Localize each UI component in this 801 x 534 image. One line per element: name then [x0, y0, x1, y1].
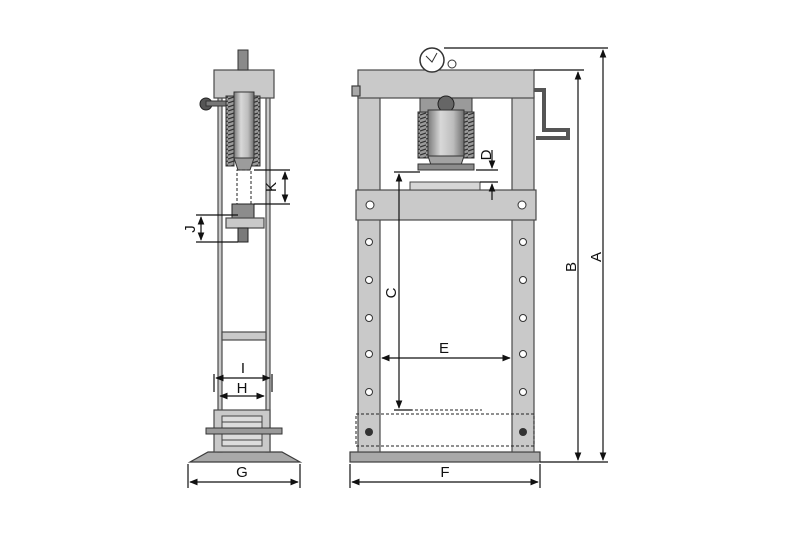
hole: [519, 314, 527, 322]
hole: [365, 428, 373, 436]
dim-label-k: K: [263, 182, 280, 192]
front-bed-bolt-left: [365, 200, 375, 210]
hole: [365, 388, 373, 396]
side-bed-plate: [225, 217, 265, 229]
dim-label-h: H: [237, 380, 248, 397]
hole: [519, 276, 527, 284]
dim-label-g: G: [236, 464, 248, 481]
side-view: K J I H G: [182, 49, 303, 488]
side-top-stud: [237, 49, 249, 71]
side-left-upright: [217, 71, 223, 453]
hole: [519, 350, 527, 358]
side-lower-pin: [205, 427, 283, 435]
hole: [365, 238, 373, 246]
front-top-beam-cap: [351, 85, 361, 97]
pressure-gauge-icon: [419, 47, 445, 73]
dim-label-a: A: [588, 252, 605, 262]
front-base: [349, 451, 541, 463]
front-left-holes: [365, 238, 373, 436]
hole: [519, 388, 527, 396]
hole: [365, 314, 373, 322]
dim-label-d: D: [478, 149, 495, 160]
dim-label-f: F: [440, 464, 449, 481]
dim-label-e: E: [439, 340, 449, 357]
front-view: A B D C E F: [349, 47, 608, 488]
hole: [365, 350, 373, 358]
side-piston-stem: [237, 227, 249, 243]
hole: [365, 276, 373, 284]
hole: [519, 238, 527, 246]
front-bed-bolt-right: [517, 200, 527, 210]
dim-label-j: J: [182, 225, 199, 233]
dim-label-c: C: [383, 287, 400, 298]
side-handle-bar: [205, 100, 227, 107]
side-crossbar: [221, 331, 267, 341]
front-left-upright: [357, 95, 381, 453]
front-ram-plate: [417, 163, 475, 171]
side-ram-travel: [236, 169, 252, 205]
gauge-valve-icon: [447, 59, 457, 69]
gauge-needle-icon: [425, 52, 438, 63]
front-bed-block: [409, 181, 481, 191]
front-work-bed: [355, 189, 537, 221]
front-top-beam: [357, 69, 535, 99]
hole: [519, 428, 527, 436]
front-cylinder: [427, 109, 465, 157]
front-right-holes: [519, 238, 527, 436]
dim-label-b: B: [563, 262, 580, 272]
side-spring-left: [225, 95, 235, 167]
side-piston-block: [231, 203, 255, 219]
side-right-upright: [265, 71, 271, 453]
front-spring-right: [463, 111, 475, 159]
side-cylinder-tip: [233, 157, 255, 171]
side-base-foot: [187, 451, 303, 463]
front-spring-left: [417, 111, 429, 159]
crank-handle: [534, 88, 570, 140]
front-right-upright: [511, 95, 535, 453]
side-cylinder: [233, 91, 255, 159]
front-lower-bed-dashed: [355, 413, 535, 447]
dim-label-i: I: [241, 360, 245, 377]
